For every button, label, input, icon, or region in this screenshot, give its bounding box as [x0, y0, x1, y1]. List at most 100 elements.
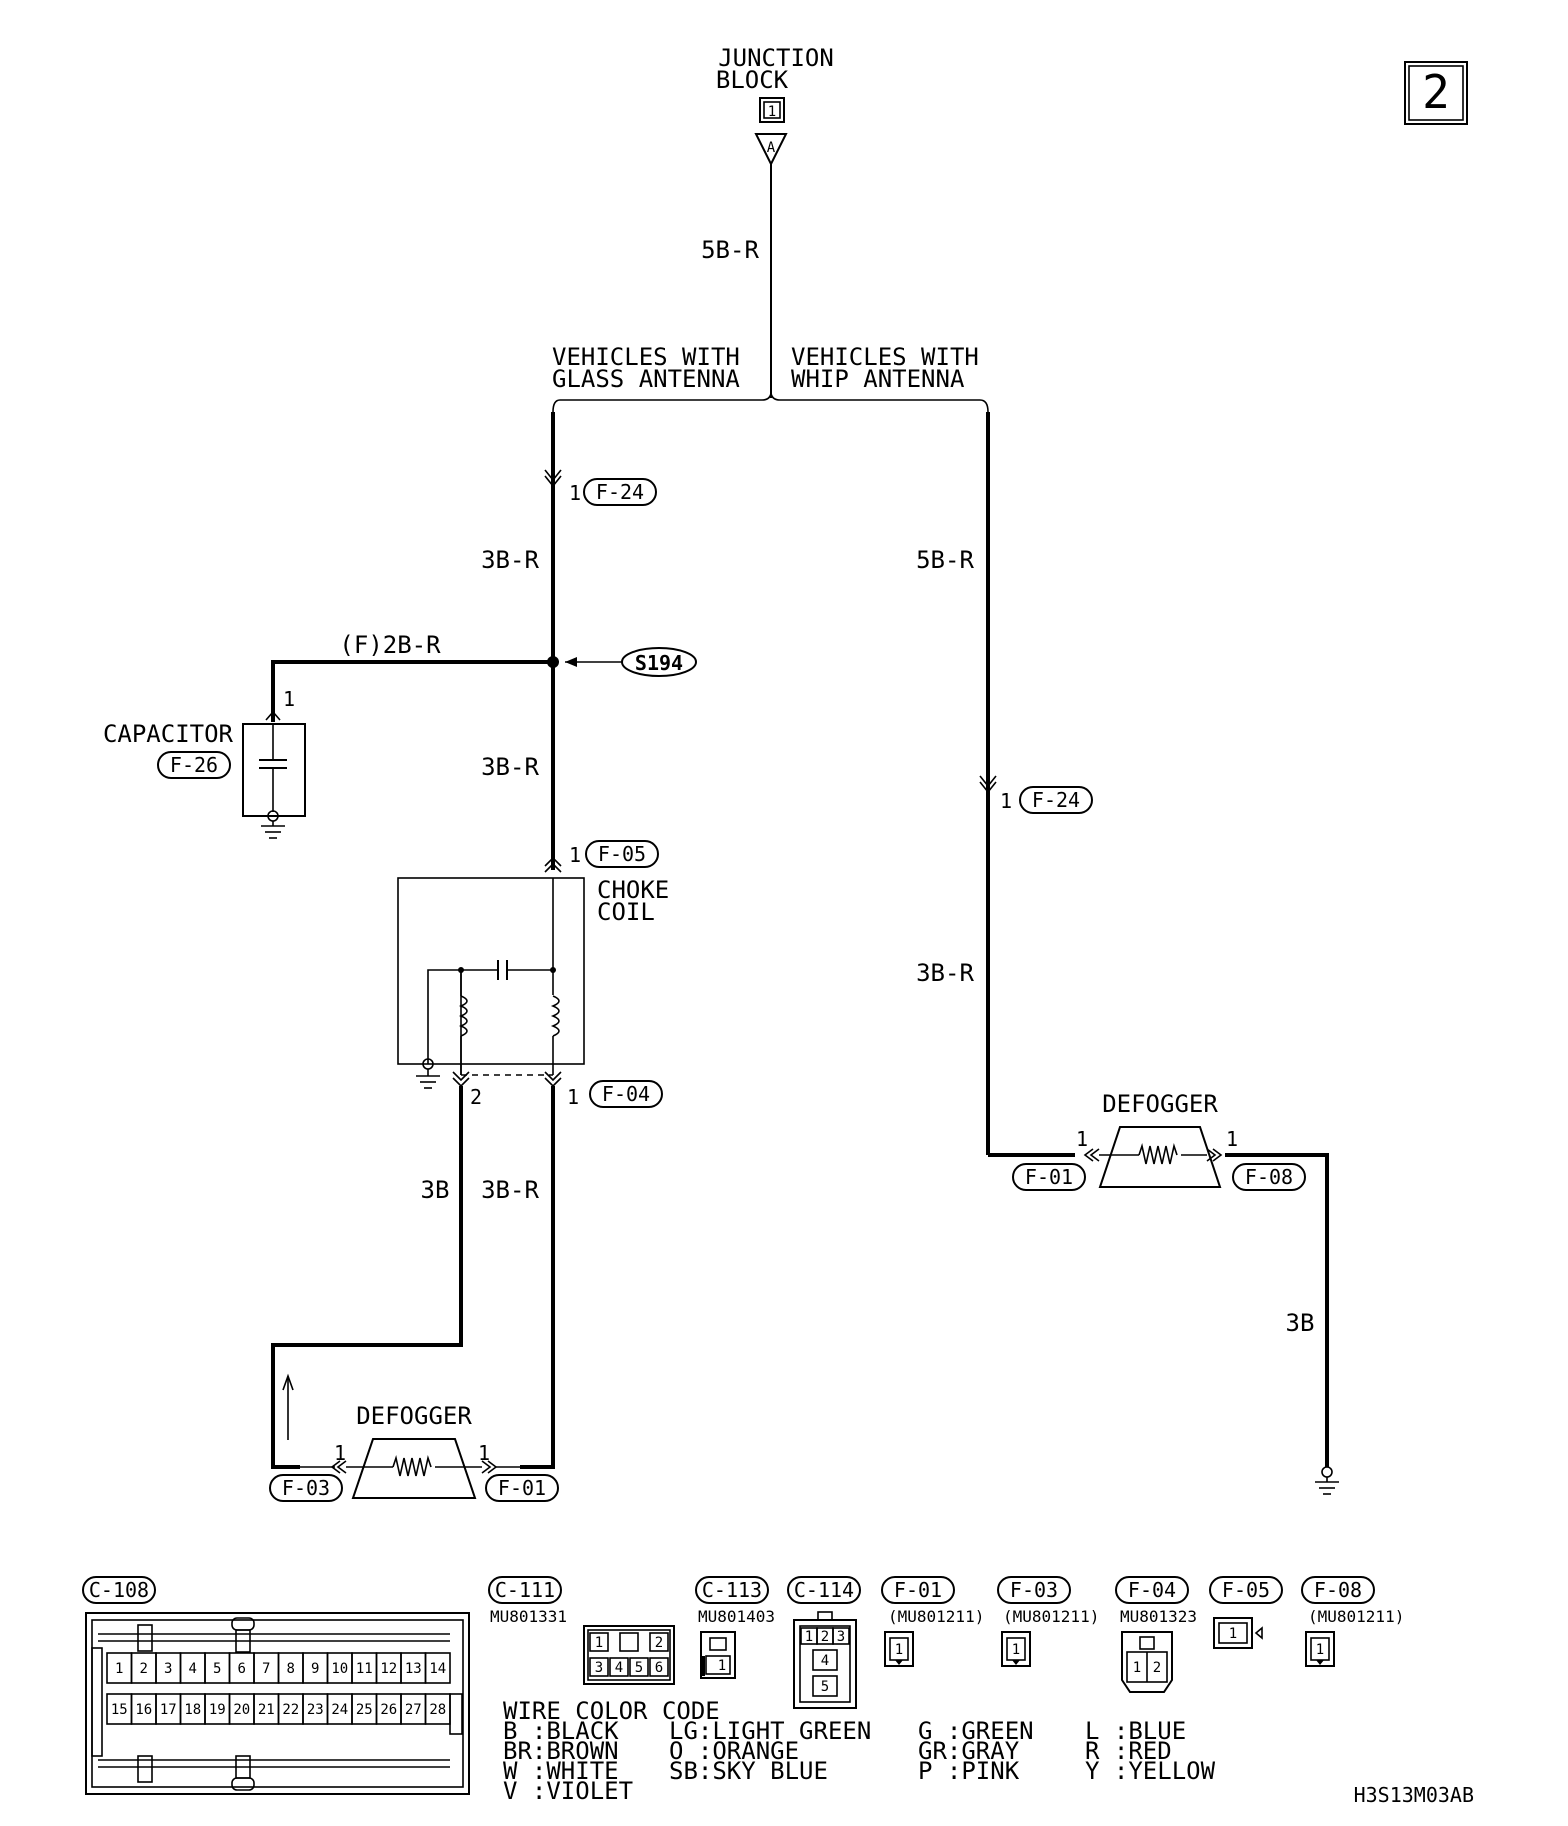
defogger-glass-left-connector-label: F-03 — [282, 1476, 330, 1500]
c108-pin-1: 1 — [115, 1661, 123, 1677]
f04-pin-2: 2 — [1153, 1660, 1161, 1676]
c108-label: C-108 — [89, 1578, 149, 1602]
c111-label: C-111 — [495, 1578, 555, 1602]
c113-part: MU801403 — [698, 1607, 775, 1626]
glass-defogger-feed-wire-label: 3B-R — [481, 1176, 539, 1204]
c108-pin-8: 8 — [287, 1661, 295, 1677]
junction-terminal-label: A — [767, 140, 776, 156]
defogger-whip-left-connector-badge — [1012, 1163, 1086, 1191]
f05-pin-1: 1 — [1229, 1626, 1237, 1642]
splice-arrow-icon — [565, 657, 577, 667]
c111-pin-3: 3 — [595, 1660, 603, 1676]
whip-connector-badge — [1019, 786, 1093, 814]
glass-defogger-feed-wire — [520, 1086, 555, 1469]
defogger-glass-left-arrow-icon — [330, 1460, 347, 1474]
choke-coil-label-line2: COIL — [597, 898, 655, 926]
color-code-b: B :BLACK — [503, 1717, 619, 1745]
c108-pin-7: 7 — [262, 1661, 270, 1677]
whip-connector-arrow-icon — [979, 775, 997, 794]
f01-label: F-01 — [894, 1578, 942, 1602]
choke-out-connector-label: F-04 — [602, 1082, 650, 1106]
c111-part: MU801331 — [490, 1607, 567, 1626]
connector-f04: F-04 MU801323 1 2 — [1115, 1576, 1197, 1693]
c114-pin-3: 3 — [837, 1629, 845, 1645]
glass-middle-wire-label: 3B-R — [481, 753, 539, 781]
c108-pin-4: 4 — [189, 1661, 197, 1677]
color-code-g: G :GREEN — [918, 1717, 1034, 1745]
connector-c113: C-113 MU801403 1 — [695, 1576, 775, 1679]
glass-connector-badge — [583, 478, 657, 506]
splice-label: S194 — [635, 651, 683, 675]
whip-ground-wire-label: 3B — [1286, 1309, 1315, 1337]
f05-label: F-05 — [1222, 1578, 1270, 1602]
c108-pin-24: 24 — [331, 1702, 348, 1718]
choke-in-connector-label: F-05 — [598, 842, 646, 866]
defogger-whip-left-connector-label: F-01 — [1025, 1165, 1073, 1189]
c108-pin-26: 26 — [380, 1702, 397, 1718]
capacitor-branch-wire-label: (F)2B-R — [339, 631, 441, 659]
color-code-br: BR:BROWN — [503, 1737, 619, 1765]
junction-block: JUNCTION BLOCK 1 A — [716, 44, 834, 167]
color-code-o: O :ORANGE — [669, 1737, 799, 1765]
c108-pin-20: 20 — [233, 1702, 250, 1718]
coil-right-icon — [550, 995, 560, 1037]
c108-pin-19: 19 — [209, 1702, 226, 1718]
page-number-box: 2 — [1404, 61, 1468, 125]
glass-branch-line2: GLASS ANTENNA — [552, 365, 740, 393]
defogger-whip-right-arrow-icon — [1206, 1148, 1223, 1162]
f08-pin-1: 1 — [1316, 1642, 1324, 1658]
capacitor — [242, 710, 306, 839]
capacitor-pin: 1 — [283, 687, 295, 711]
wire-color-code-title: WIRE COLOR CODE — [503, 1697, 720, 1725]
c108-pin-23: 23 — [307, 1702, 324, 1718]
junction-block-title-line1: JUNCTION — [718, 44, 834, 72]
connector-f08: F-08 (MU801211) 1 — [1301, 1576, 1404, 1667]
color-code-l: L :BLUE — [1085, 1717, 1186, 1745]
capacitor-label: CAPACITOR — [103, 720, 234, 748]
c108-pin-17: 17 — [160, 1702, 177, 1718]
c114-pin-5: 5 — [821, 1679, 829, 1695]
capacitor-branch-wire — [271, 660, 553, 722]
whip-branch-line2: WHIP ANTENNA — [791, 365, 965, 393]
glass-defogger-ground-wire — [271, 1086, 463, 1469]
branch-brace — [552, 392, 989, 413]
whip-upper-wire-label: 5B-R — [916, 546, 974, 574]
glass-connector-pin: 1 — [569, 481, 581, 505]
c108-pin-3: 3 — [164, 1661, 172, 1677]
connector-c111: C-111 MU801331 1 2 3 4 5 6 — [488, 1576, 675, 1685]
f08-label: F-08 — [1314, 1578, 1362, 1602]
junction-block-title-line2: BLOCK — [716, 66, 789, 94]
f03-label: F-03 — [1010, 1578, 1058, 1602]
connector-c114: C-114 1 2 3 4 5 — [787, 1576, 861, 1709]
connector-f05: F-05 1 — [1209, 1576, 1283, 1649]
c108-pin-11: 11 — [356, 1661, 373, 1677]
c111-pin-1: 1 — [595, 1635, 603, 1651]
c113-pin-1: 1 — [718, 1658, 726, 1674]
f04-label: F-04 — [1128, 1578, 1176, 1602]
glass-connector-label: F-24 — [596, 480, 644, 504]
c108-pin-14: 14 — [429, 1661, 446, 1677]
c108-pin-6: 6 — [238, 1661, 246, 1677]
drawing-id: H3S13M03AB — [1354, 1783, 1474, 1807]
f04-pin-1: 1 — [1133, 1660, 1141, 1676]
whip-branch-line1: VEHICLES WITH — [791, 343, 979, 371]
c108-pin-16: 16 — [135, 1702, 152, 1718]
color-code-lg: LG:LIGHT GREEN — [669, 1717, 871, 1745]
choke-in-pin: 1 — [569, 843, 581, 867]
c108-pin-21: 21 — [258, 1702, 275, 1718]
defogger-glass — [300, 1438, 520, 1499]
connector-f03: F-03 (MU801211) 1 — [997, 1576, 1099, 1667]
choke-out-connector-badge — [589, 1080, 663, 1108]
glass-upper-wire-label: 3B-R — [481, 546, 539, 574]
ground-direction-arrow-icon — [282, 1373, 294, 1391]
c108-pin-27: 27 — [405, 1702, 422, 1718]
c114-pin-4: 4 — [821, 1653, 829, 1669]
defogger-whip-left-arrow-icon — [1083, 1148, 1100, 1162]
connector-f01: F-01 (MU801211) 1 — [881, 1576, 984, 1667]
page-number: 2 — [1422, 65, 1450, 119]
defogger-whip-right-connector-label: F-08 — [1245, 1165, 1293, 1189]
main-feed-wire-label: 5B-R — [701, 236, 759, 264]
c114-pin-2: 2 — [821, 1629, 829, 1645]
